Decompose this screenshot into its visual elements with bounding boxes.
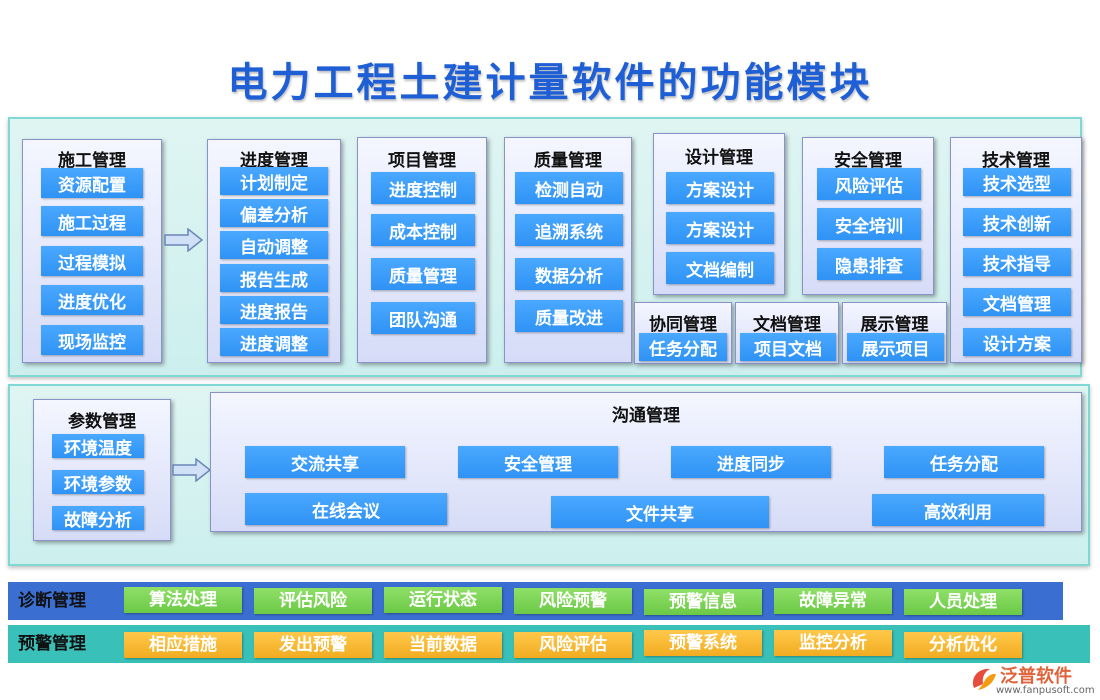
params-panel: 参数管理 环境温度 环境参数 故障分析 bbox=[33, 399, 171, 541]
safety-panel: 安全管理 风险评估 安全培训 隐患排查 bbox=[802, 137, 934, 295]
tech-panel: 技术管理 技术选型 技术创新 技术指导 文档管理 设计方案 bbox=[950, 137, 1082, 363]
warning-tag[interactable]: 相应措施 bbox=[124, 632, 242, 658]
params-item[interactable]: 环境温度 bbox=[52, 434, 144, 459]
project-item[interactable]: 进度控制 bbox=[371, 172, 475, 204]
diagnosis-tag[interactable]: 风险预警 bbox=[514, 588, 632, 614]
construction-item[interactable]: 现场监控 bbox=[41, 325, 143, 355]
params-item[interactable]: 环境参数 bbox=[52, 470, 144, 495]
progress-item[interactable]: 自动调整 bbox=[220, 231, 328, 259]
page-title: 电力工程土建计量软件的功能模块 bbox=[227, 60, 873, 106]
logo-name: 泛普软件 bbox=[1000, 666, 1072, 687]
diagnosis-strip: 诊断管理 算法处理 评估风险 运行状态 风险预警 预警信息 故障异常 人员处理 bbox=[8, 582, 1090, 620]
project-panel: 项目管理 进度控制 成本控制 质量管理 团队沟通 bbox=[357, 137, 487, 363]
diagnosis-tag[interactable]: 算法处理 bbox=[124, 587, 242, 613]
design-title: 设计管理 bbox=[685, 148, 753, 168]
quality-item[interactable]: 追溯系统 bbox=[515, 214, 623, 246]
logo-url: www.fanpusoft.com bbox=[996, 685, 1095, 696]
quality-panel: 质量管理 检测自动 追溯系统 数据分析 质量改进 bbox=[504, 137, 632, 363]
warning-tag[interactable]: 分析优化 bbox=[904, 632, 1022, 658]
display-title: 展示管理 bbox=[860, 315, 929, 335]
safety-title: 安全管理 bbox=[834, 151, 902, 171]
project-item[interactable]: 质量管理 bbox=[371, 258, 475, 290]
comm-title: 沟通管理 bbox=[612, 406, 680, 426]
quality-item[interactable]: 质量改进 bbox=[515, 300, 623, 332]
tech-title: 技术管理 bbox=[982, 151, 1050, 171]
display-item[interactable]: 展示项目 bbox=[847, 333, 944, 361]
progress-item[interactable]: 计划制定 bbox=[220, 167, 328, 195]
diagnosis-label: 诊断管理 bbox=[18, 591, 86, 611]
docs-item[interactable]: 项目文档 bbox=[740, 333, 836, 361]
quality-item[interactable]: 检测自动 bbox=[515, 172, 623, 204]
collab-title: 协同管理 bbox=[649, 315, 717, 335]
comm-item[interactable]: 进度同步 bbox=[671, 446, 831, 478]
design-item[interactable]: 方案设计 bbox=[666, 172, 774, 204]
collab-panel: 协同管理 任务分配 bbox=[634, 302, 732, 364]
brand-logo: 泛普软件 www.fanpusoft.com bbox=[968, 662, 1098, 698]
tech-item[interactable]: 技术选型 bbox=[963, 168, 1071, 196]
construction-item[interactable]: 施工过程 bbox=[41, 206, 143, 236]
params-item[interactable]: 故障分析 bbox=[52, 506, 144, 531]
warning-tag[interactable]: 风险评估 bbox=[514, 632, 632, 658]
comm-item[interactable]: 交流共享 bbox=[245, 446, 405, 478]
diagnosis-tag[interactable]: 人员处理 bbox=[904, 589, 1022, 615]
warning-tag[interactable]: 预警系统 bbox=[644, 630, 762, 656]
project-item[interactable]: 团队沟通 bbox=[371, 302, 475, 334]
safety-item[interactable]: 隐患排查 bbox=[817, 248, 921, 280]
progress-panel: 进度管理 计划制定 偏差分析 自动调整 报告生成 进度报告 进度调整 bbox=[207, 139, 341, 363]
comm-item[interactable]: 任务分配 bbox=[884, 446, 1044, 478]
warning-label: 预警管理 bbox=[18, 634, 86, 654]
comm-item[interactable]: 在线会议 bbox=[245, 493, 447, 525]
quality-item[interactable]: 数据分析 bbox=[515, 258, 623, 290]
design-panel: 设计管理 方案设计 方案设计 文档编制 bbox=[653, 133, 785, 295]
tech-item[interactable]: 技术创新 bbox=[963, 208, 1071, 236]
construction-item[interactable]: 资源配置 bbox=[41, 168, 143, 198]
design-item[interactable]: 方案设计 bbox=[666, 212, 774, 244]
design-item[interactable]: 文档编制 bbox=[666, 252, 774, 284]
progress-item[interactable]: 报告生成 bbox=[220, 264, 328, 292]
warning-tag[interactable]: 当前数据 bbox=[384, 632, 502, 658]
safety-item[interactable]: 风险评估 bbox=[817, 168, 921, 200]
comm-item[interactable]: 安全管理 bbox=[458, 446, 618, 478]
diagnosis-tag[interactable]: 预警信息 bbox=[644, 589, 762, 615]
warning-tag[interactable]: 监控分析 bbox=[774, 630, 892, 656]
right-arrow-icon bbox=[172, 458, 212, 482]
quality-title: 质量管理 bbox=[534, 151, 602, 171]
project-item[interactable]: 成本控制 bbox=[371, 214, 475, 246]
params-title: 参数管理 bbox=[68, 412, 136, 432]
construction-title: 施工管理 bbox=[58, 151, 126, 171]
docs-panel: 文档管理 项目文档 bbox=[735, 302, 839, 364]
comm-item[interactable]: 高效利用 bbox=[872, 494, 1044, 526]
progress-item[interactable]: 偏差分析 bbox=[220, 199, 328, 227]
progress-title: 进度管理 bbox=[240, 151, 308, 171]
construction-item[interactable]: 过程模拟 bbox=[41, 246, 143, 276]
diagnosis-tag[interactable]: 运行状态 bbox=[384, 587, 502, 613]
project-title: 项目管理 bbox=[388, 151, 456, 171]
docs-title: 文档管理 bbox=[753, 315, 821, 335]
tech-item[interactable]: 设计方案 bbox=[963, 328, 1071, 356]
construction-panel: 施工管理 资源配置 施工过程 过程模拟 进度优化 现场监控 bbox=[22, 139, 162, 363]
collab-item[interactable]: 任务分配 bbox=[639, 333, 727, 361]
progress-item[interactable]: 进度报告 bbox=[220, 296, 328, 324]
construction-item[interactable]: 进度优化 bbox=[41, 285, 143, 315]
tech-item[interactable]: 文档管理 bbox=[963, 288, 1071, 316]
display-panel: 展示管理 展示项目 bbox=[842, 302, 947, 364]
diagnosis-tag[interactable]: 故障异常 bbox=[774, 588, 892, 614]
comm-panel: 沟通管理 交流共享 安全管理 进度同步 任务分配 在线会议 文件共享 高效利用 bbox=[210, 392, 1082, 532]
tech-item[interactable]: 技术指导 bbox=[963, 248, 1071, 276]
warning-tag[interactable]: 发出预警 bbox=[254, 632, 372, 658]
comm-item[interactable]: 文件共享 bbox=[551, 496, 769, 528]
right-arrow-icon bbox=[164, 228, 204, 252]
safety-item[interactable]: 安全培训 bbox=[817, 208, 921, 240]
diagnosis-tag[interactable]: 评估风险 bbox=[254, 588, 372, 614]
fanpu-logo-icon bbox=[972, 668, 996, 690]
warning-strip: 预警管理 相应措施 发出预警 当前数据 风险评估 预警系统 监控分析 分析优化 bbox=[8, 625, 1090, 663]
progress-item[interactable]: 进度调整 bbox=[220, 328, 328, 356]
